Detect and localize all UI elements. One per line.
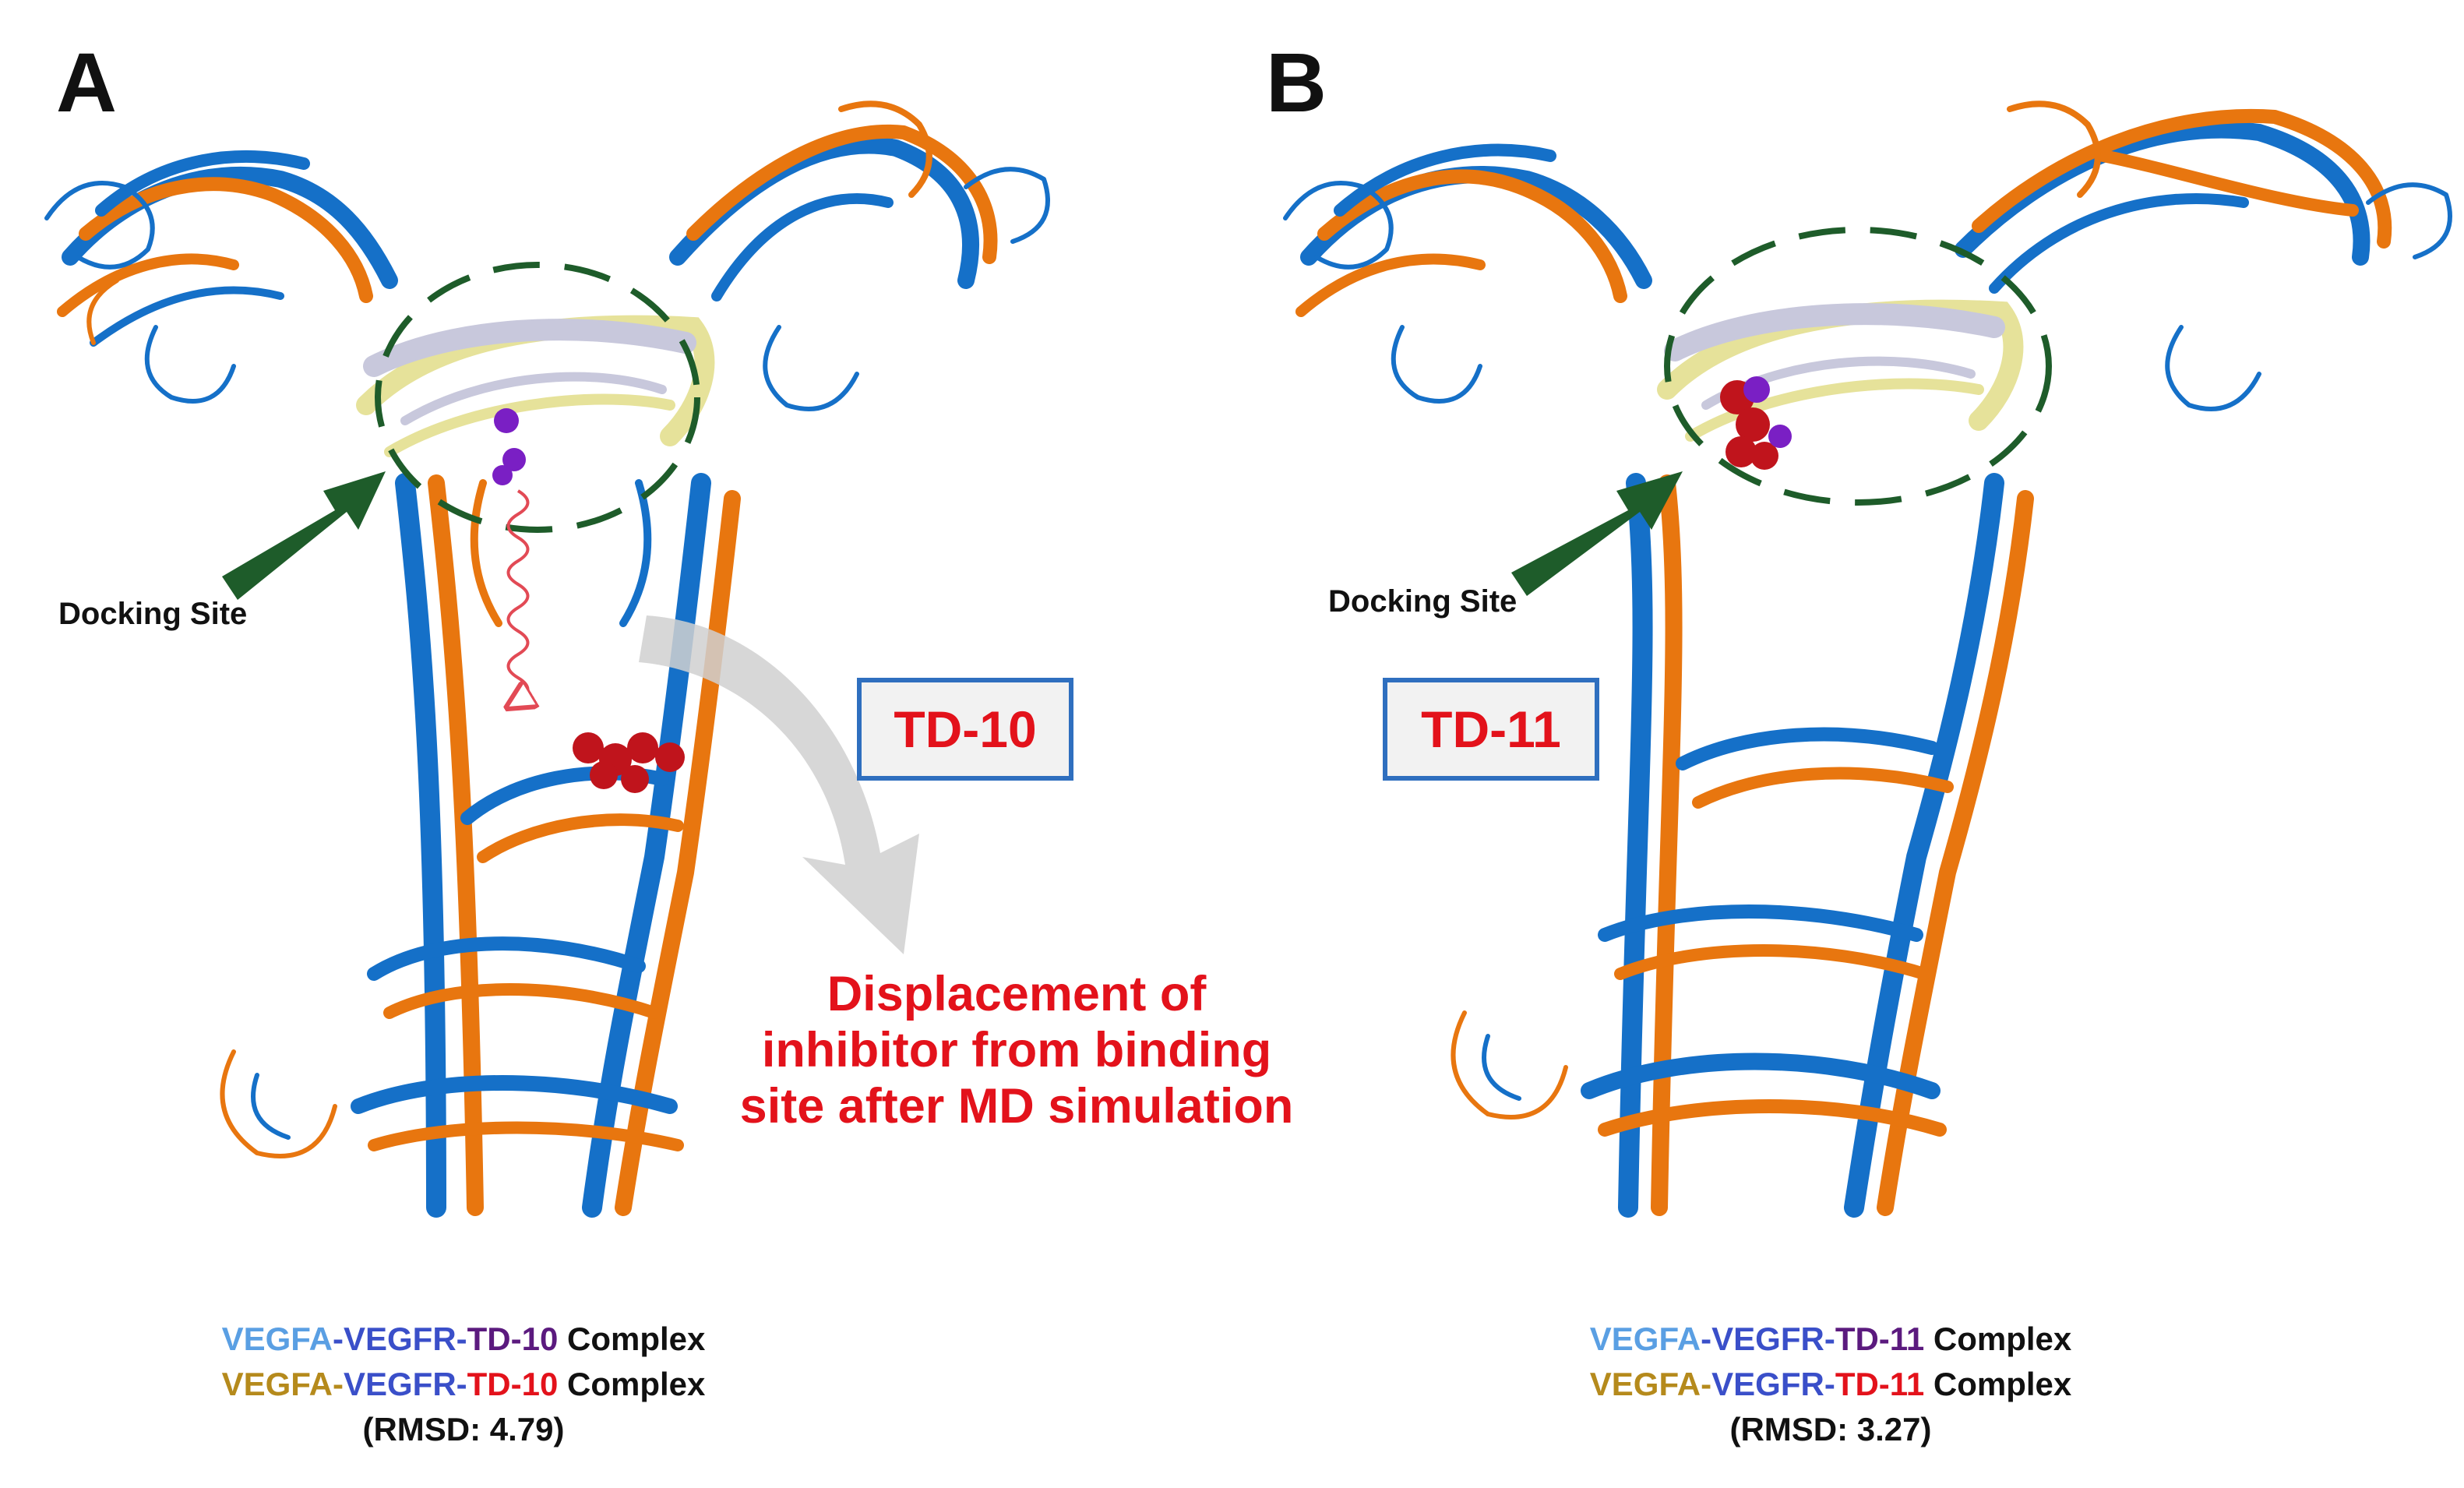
- panel-b-left-arm: [1283, 143, 1652, 404]
- panel-b-stem: [1451, 473, 2034, 1218]
- panel-a-stem: [220, 473, 741, 1218]
- panel-a-displacement-text: Displacement of inhibitor from binding s…: [705, 966, 1328, 1134]
- legend-complex: Complex: [1924, 1366, 2072, 1402]
- legend-sep: -: [1701, 1321, 1712, 1357]
- panel-a-docking-arrow: [222, 471, 386, 600]
- panel-a-legend-row-1: VEGFA-VEGFR-TD-10 Complex: [113, 1317, 814, 1362]
- legend-vegfr: VEGFR: [1711, 1321, 1824, 1357]
- panel-a-legend: VEGFA-VEGFR-TD-10 Complex VEGFA-VEGFR-TD…: [113, 1317, 814, 1452]
- panel-a-letter: A: [56, 35, 117, 129]
- legend-vegfr: VEGFR: [343, 1366, 456, 1402]
- panel-b-legend: VEGFA-VEGFR-TD-11 Complex VEGFA-VEGFR-TD…: [1480, 1317, 2181, 1452]
- panel-b-rmsd: (RMSD: 3.27): [1729, 1411, 1932, 1447]
- legend-vegfa: VEGFA: [1589, 1366, 1701, 1402]
- legend-vegfa: VEGFA: [1589, 1321, 1701, 1357]
- panel-a-legend-row-2: VEGFA-VEGFR-TD-10 Complex: [113, 1362, 814, 1407]
- legend-sep: -: [1824, 1366, 1835, 1402]
- panel-a-docking-circle: [375, 262, 700, 533]
- panel-a-structure: [44, 100, 1050, 1218]
- legend-complex: Complex: [558, 1366, 706, 1402]
- panel-b-docking-label: Docking Site: [1328, 584, 1518, 619]
- panel-a-vegfa: [356, 315, 715, 457]
- legend-sep: -: [456, 1366, 467, 1402]
- displacement-line-3: site after MD simulation: [739, 1079, 1294, 1134]
- legend-vegfr: VEGFR: [343, 1321, 456, 1357]
- panel-b-compound-box: TD-11: [1383, 678, 1599, 781]
- panel-a-gray-arrow: [639, 615, 919, 954]
- legend-complex: Complex: [558, 1321, 706, 1357]
- legend-vegfr: VEGFR: [1711, 1366, 1824, 1402]
- panel-b-structure: [1283, 100, 2452, 1218]
- legend-td: TD-11: [1835, 1366, 1925, 1402]
- panel-b-right-arm: [1955, 100, 2452, 411]
- displacement-line-1: Displacement of: [827, 967, 1207, 1021]
- panel-a-displaced-ligand: [573, 732, 685, 793]
- legend-vegfa: VEGFA: [221, 1366, 333, 1402]
- legend-sep: -: [332, 1321, 344, 1357]
- legend-td: TD-10: [467, 1321, 559, 1357]
- legend-sep: -: [1824, 1321, 1835, 1357]
- panel-b-legend-row-1: VEGFA-VEGFR-TD-11 Complex: [1480, 1317, 2181, 1362]
- panel-a-left-arm: [44, 150, 398, 404]
- panel-a-docked-ligand: [492, 408, 526, 485]
- panel-b-legend-row-2: VEGFA-VEGFR-TD-11 Complex: [1480, 1362, 2181, 1407]
- legend-td: TD-11: [1835, 1321, 1925, 1357]
- legend-sep: -: [456, 1321, 467, 1357]
- panel-b-docking-arrow: [1511, 471, 1683, 596]
- legend-vegfa: VEGFA: [221, 1321, 333, 1357]
- panel-a-compound-box: TD-10: [857, 678, 1073, 781]
- panel-a-right-arm: [669, 100, 1050, 411]
- displacement-line-2: inhibitor from binding: [761, 1023, 1272, 1077]
- legend-td: TD-10: [467, 1366, 559, 1402]
- legend-sep: -: [332, 1366, 344, 1402]
- panel-a-docking-label: Docking Site: [58, 597, 248, 631]
- panel-b-docked-ligands: [1720, 376, 1792, 470]
- legend-complex: Complex: [1924, 1321, 2072, 1357]
- panel-b-docking-circle: [1664, 227, 2052, 506]
- legend-sep: -: [1701, 1366, 1712, 1402]
- panel-b-letter: B: [1266, 35, 1327, 129]
- panel-a-displacement-path: [509, 489, 528, 701]
- panel-a-rmsd: (RMSD: 4.79): [362, 1411, 565, 1447]
- panel-b-vegfa: [1657, 299, 2024, 442]
